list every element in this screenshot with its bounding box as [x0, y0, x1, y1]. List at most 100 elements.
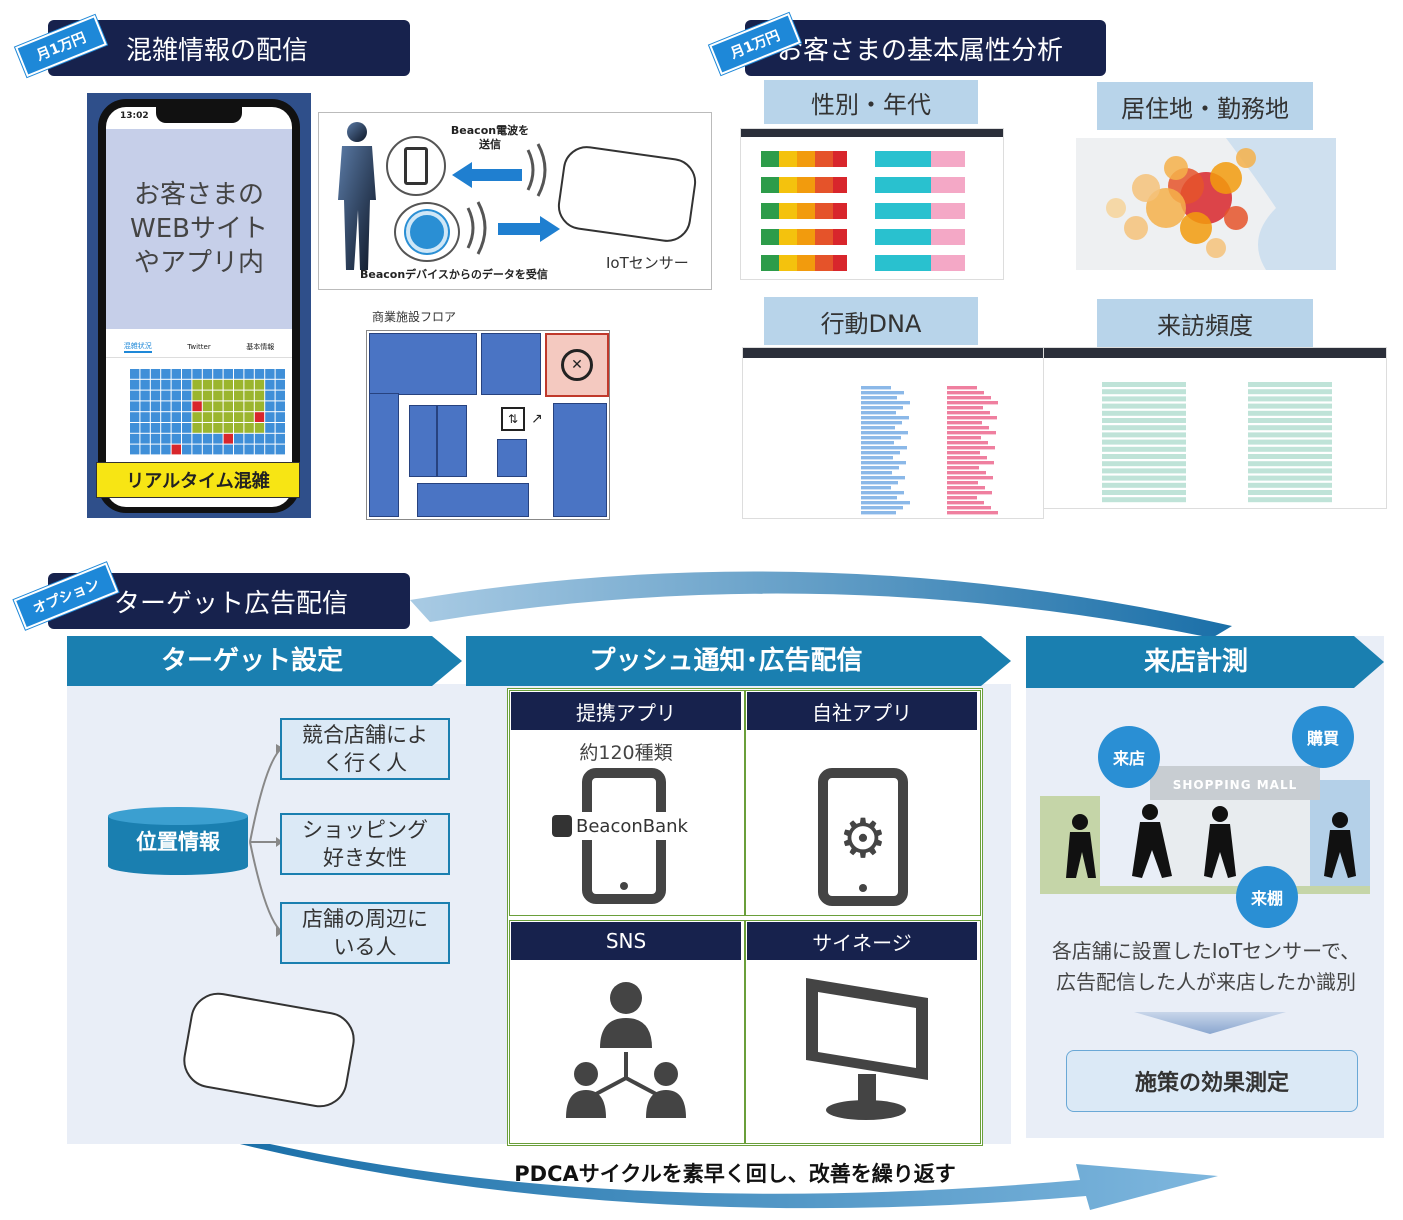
heatmap-cell	[223, 433, 233, 444]
congestion-title: 混雑情報の配信	[126, 35, 309, 66]
target-nearby: 店舗の周辺にいる人	[280, 902, 450, 964]
freq-bar	[1248, 461, 1332, 467]
heatmap-cell	[244, 369, 254, 379]
heatmap-cell	[202, 369, 213, 379]
beaconbank-logo-text: BeaconBank	[576, 815, 688, 837]
heatmap-cell	[171, 412, 181, 422]
freq-bar	[1248, 425, 1332, 431]
heatmap-cell	[161, 369, 171, 379]
gender-age-segment	[761, 255, 779, 271]
restaurant-icon: ✕	[561, 349, 593, 381]
phone-tab-0[interactable]: 混雑状況	[123, 341, 152, 353]
heatmap-cell	[150, 433, 161, 444]
signage-label: サイネージ	[812, 930, 912, 955]
target-ad-title: ターゲット広告配信	[114, 588, 349, 619]
gender-age-segment	[815, 177, 833, 193]
heatmap-cell	[244, 401, 254, 412]
gender-age-segment	[761, 177, 779, 193]
heatmap-cell	[140, 401, 150, 412]
heatmap-cell	[234, 401, 244, 412]
dna-bar	[947, 426, 989, 430]
label-behavior-dna-text: 行動DNA	[820, 309, 922, 338]
heatmap-cell	[254, 379, 265, 390]
heatmap-cell	[192, 390, 202, 401]
effect-measurement-box: 施策の効果測定	[1066, 1050, 1358, 1112]
map-heat-spot	[1106, 198, 1126, 218]
dna-bar	[861, 511, 896, 515]
gender-segment	[931, 151, 965, 167]
gender-segment	[875, 151, 931, 167]
heatmap-cell	[140, 390, 150, 401]
measurement-description-line1: 各店舗に設置したIoTセンサーで、	[1051, 939, 1361, 963]
gender-age-segment	[779, 229, 797, 245]
measurement-description: 各店舗に設置したIoTセンサーで、 広告配信した人が来店したか識別	[1028, 936, 1384, 998]
dna-bars	[861, 386, 998, 515]
heatmap-cell	[275, 401, 285, 412]
shop-block	[553, 403, 607, 517]
beacon-send-label: Beacon電波を送信	[450, 124, 530, 151]
dna-bar	[861, 421, 902, 425]
heatmap-cell	[275, 444, 285, 455]
gender-age-segment	[761, 229, 779, 245]
freq-bar	[1102, 461, 1186, 467]
shopping-mall-illustration	[1040, 766, 1370, 894]
freq-bar	[1248, 403, 1332, 409]
heatmap-cell	[130, 444, 140, 455]
heatmap-cell	[182, 444, 192, 455]
phone-tab-1[interactable]: Twitter	[187, 343, 211, 351]
map-heat-spot	[1210, 162, 1242, 194]
heatmap-cell	[265, 390, 275, 401]
heatmap-cell	[275, 369, 285, 379]
heatmap-cell	[150, 379, 161, 390]
heatmap-cell	[140, 433, 150, 444]
dna-bar	[861, 436, 901, 440]
freq-bar	[1248, 432, 1332, 438]
map-heat-spot	[1224, 206, 1248, 230]
receive-arrow-icon	[498, 216, 560, 242]
gender-segment	[931, 203, 965, 219]
heatmap-cell	[275, 433, 285, 444]
congestion-title-bar: 混雑情報の配信	[48, 20, 410, 76]
freq-bar	[1102, 490, 1186, 495]
heatmap-cell	[202, 379, 213, 390]
heatmap-cell	[244, 379, 254, 390]
freq-bar	[1248, 454, 1332, 459]
heatmap-cell	[171, 401, 181, 412]
dna-bar	[947, 431, 996, 435]
heatmap-cell	[130, 390, 140, 401]
bottom-cycle-arrow	[240, 1144, 1218, 1210]
freq-bar	[1102, 432, 1186, 438]
heatmap-cell	[254, 423, 265, 433]
heatmap-cell	[171, 444, 181, 455]
heatmap-cell	[140, 444, 150, 455]
freq-bar	[1102, 475, 1186, 481]
heatmap-cell	[130, 401, 140, 412]
dna-bar	[861, 431, 908, 435]
freq-bar	[1102, 454, 1186, 459]
heatmap-cell	[275, 379, 285, 390]
heatmap-cell	[213, 444, 223, 455]
dna-bar	[861, 496, 897, 500]
heatmap-cell	[171, 379, 181, 390]
heatmap-cell	[213, 401, 223, 412]
elevator-icon: ⇅	[501, 407, 525, 431]
heatmap-cell	[150, 390, 161, 401]
dna-bar	[947, 441, 988, 445]
phone-tab-2[interactable]: 基本情報	[246, 343, 275, 351]
bubble-shelf: 来棚	[1236, 866, 1298, 928]
target-nearby-text: 店舗の周辺にいる人	[302, 907, 428, 959]
gender-age-segment	[833, 229, 847, 245]
realtime-banner-text: リアルタイム混雑	[126, 471, 270, 492]
heatmap-cell	[161, 433, 171, 444]
measurement-description-line2: 広告配信した人が来店したか識別	[1056, 970, 1356, 994]
gender-age-segment	[833, 177, 847, 193]
heatmap-cell	[223, 369, 233, 379]
heatmap-cell	[213, 412, 223, 422]
shop-block	[497, 439, 527, 477]
signal-waves-icon	[526, 143, 547, 197]
label-residence: 居住地・勤務地	[1097, 82, 1313, 130]
heatmap-cell	[182, 412, 192, 422]
shop-block	[437, 405, 467, 477]
freq-bar	[1248, 482, 1332, 488]
dna-bar	[947, 476, 993, 480]
